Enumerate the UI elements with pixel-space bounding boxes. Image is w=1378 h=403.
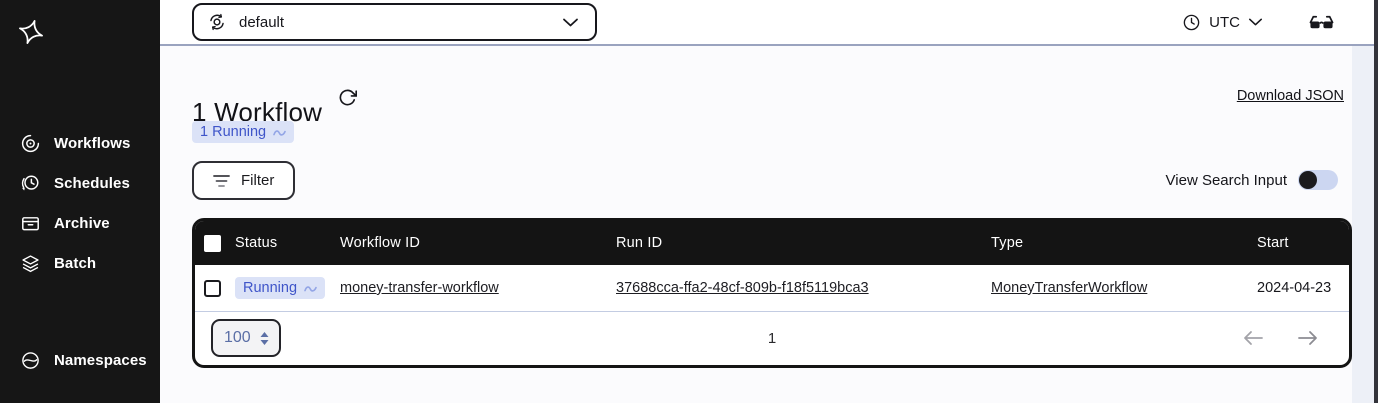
row-checkbox[interactable] [204, 279, 221, 297]
filter-button-label: Filter [241, 172, 275, 189]
stepper-arrows-icon [260, 331, 269, 345]
column-header-start: Start [1257, 235, 1289, 251]
per-page-select[interactable]: 100 [211, 319, 281, 357]
timezone-value: UTC [1209, 13, 1240, 31]
main-content: 1 Workflow Download JSON 1 Running Filte… [160, 46, 1352, 403]
workflow-id-link[interactable]: money-transfer-workflow [340, 280, 499, 296]
status-badge: Running [235, 277, 326, 299]
column-header-workflow-id: Workflow ID [340, 235, 421, 251]
start-time-value: 2024-04-23 [1257, 280, 1332, 296]
sidebar-item-archive[interactable]: Archive [20, 209, 110, 237]
topbar: default UTC [160, 0, 1378, 46]
workflows-table: Status Workflow ID Run ID Type Start Run… [192, 218, 1352, 368]
pulse-icon [304, 285, 317, 292]
filter-icon [213, 174, 230, 187]
clock-icon [1183, 14, 1200, 30]
per-page-value: 100 [224, 329, 251, 346]
window-scrollbar[interactable] [1374, 0, 1378, 403]
sidebar-item-label: Archive [54, 214, 110, 232]
table-pagination: 100 1 [195, 312, 1349, 364]
sidebar-item-batch[interactable]: Batch [20, 249, 96, 277]
chevron-down-icon [1248, 18, 1263, 26]
namespace-selected-value: default [239, 13, 285, 31]
timezone-select[interactable]: UTC [1182, 13, 1263, 32]
column-header-run-id: Run ID [616, 235, 663, 251]
current-page-indicator: 1 [767, 329, 777, 347]
sidebar-item-label: Batch [54, 254, 97, 272]
sidebar-item-workflows[interactable]: Workflows [20, 129, 130, 157]
table-row: Running money-transfer-workflow 37688cca… [195, 265, 1349, 312]
namespaces-icon [22, 351, 39, 369]
workflow-type-link[interactable]: MoneyTransferWorkflow [991, 280, 1148, 296]
refresh-icon[interactable] [338, 88, 357, 107]
table-header-row: Status Workflow ID Run ID Type Start [195, 221, 1349, 265]
column-header-type: Type [991, 235, 1024, 251]
pulse-icon [273, 129, 286, 136]
workflows-icon [21, 134, 40, 152]
chevron-down-icon [562, 17, 579, 28]
previous-page-arrow-icon[interactable] [1242, 330, 1264, 346]
running-count-badge[interactable]: 1 Running [192, 121, 295, 143]
labs-mode-glasses-icon[interactable] [1309, 14, 1334, 31]
archive-icon [22, 216, 39, 230]
filter-button[interactable]: Filter [192, 161, 296, 200]
view-search-input-label: View Search Input [1165, 171, 1287, 189]
toggle-knob [1299, 171, 1317, 189]
run-id-link[interactable]: 37688cca-ffa2-48cf-809b-f18f5119bca3 [616, 280, 869, 296]
sidebar-item-label: Schedules [54, 174, 130, 192]
sidebar-item-label: Namespaces [54, 351, 147, 369]
status-badge-label: Running [243, 280, 298, 296]
batch-icon [22, 254, 39, 272]
namespace-select[interactable]: default [192, 3, 597, 41]
sidebar: Workflows Schedules Archive Batch [0, 0, 160, 403]
sidebar-item-schedules[interactable]: Schedules [20, 169, 130, 197]
next-page-arrow-icon[interactable] [1297, 330, 1319, 346]
temporal-logo-icon[interactable] [17, 18, 45, 46]
running-count-label: 1 Running [200, 124, 267, 140]
view-search-input-toggle[interactable] [1298, 170, 1338, 190]
select-all-checkbox[interactable] [204, 234, 221, 252]
column-header-status: Status [235, 235, 278, 251]
schedules-icon [21, 174, 39, 190]
sidebar-item-namespaces[interactable]: Namespaces [20, 346, 147, 374]
download-json-link[interactable]: Download JSON [1236, 88, 1344, 104]
namespace-icon [210, 13, 224, 31]
sidebar-item-label: Workflows [54, 134, 131, 152]
